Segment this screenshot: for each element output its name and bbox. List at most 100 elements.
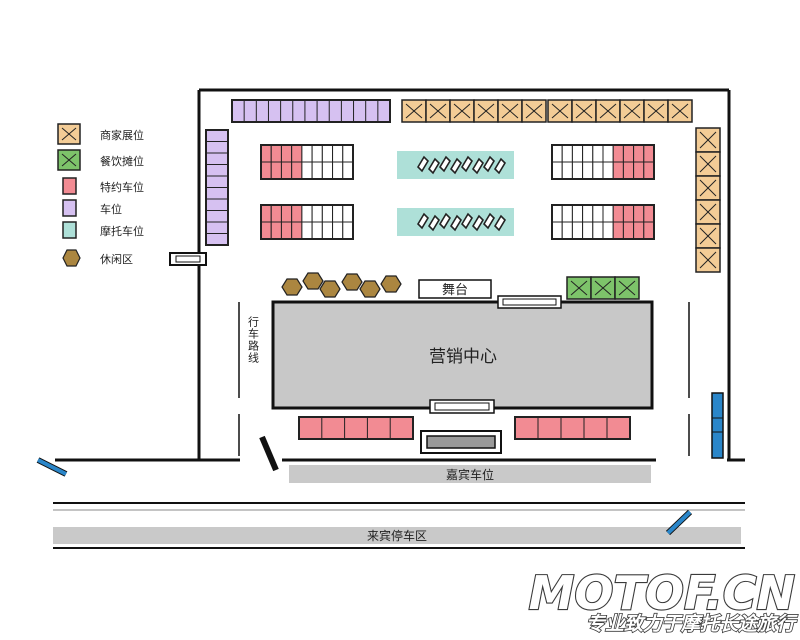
parking-spot (602, 221, 614, 240)
motorcycle-mark (471, 214, 485, 232)
motorcycle-mark (460, 212, 474, 230)
parking-spot (311, 204, 323, 223)
parking-spot (571, 144, 584, 163)
parking-spot (592, 144, 604, 163)
side-gate-inner (175, 255, 201, 263)
booth (695, 151, 721, 177)
booth (571, 99, 597, 123)
leisure-spot (380, 275, 402, 293)
motorcycle-mark (493, 214, 507, 232)
special-parking-spot (622, 204, 635, 223)
special-parking-icon (62, 177, 77, 195)
special-parking-spot (643, 161, 655, 180)
lane-label: 行车路线 (247, 316, 260, 364)
motorcycle-mark (482, 155, 496, 173)
special-grid-bottom-left (260, 204, 354, 240)
motorcycle-mark (416, 155, 430, 173)
parking-spot (311, 161, 323, 180)
legend-label: 摩托车位 (100, 224, 144, 238)
special-parking-row-left (298, 416, 414, 440)
special-parking-spot (643, 204, 655, 223)
parking-spot (321, 204, 334, 223)
leisure-spot (341, 273, 363, 291)
sales-center: 营销中心 (271, 295, 654, 414)
legend-label: 特约车位 (100, 180, 144, 194)
moto-parking-bottom (397, 208, 514, 236)
left-parking (205, 129, 229, 246)
booth (590, 276, 616, 300)
booth (595, 99, 621, 123)
moto-parking-top (397, 151, 514, 179)
motorcycle-mark (427, 157, 441, 175)
entrance-gate (420, 430, 502, 454)
parking-spot (602, 144, 614, 163)
parking-spot (582, 204, 594, 223)
booth (473, 99, 499, 123)
parking-spot (571, 161, 584, 180)
motorcycle-mark (438, 212, 452, 230)
motorcycle-mark (416, 212, 430, 230)
parking-spot (561, 221, 573, 240)
booth (547, 99, 573, 123)
parking-spot (592, 204, 604, 223)
special-parking-spot (291, 161, 303, 180)
special-parking-row-right (514, 416, 631, 440)
parking-spot (332, 161, 344, 180)
parking-spot (301, 204, 313, 223)
leisure-area (281, 272, 402, 298)
food-stall-icon (57, 149, 81, 171)
parking-spot (311, 144, 323, 163)
booth (521, 99, 547, 123)
food-stalls (566, 276, 640, 300)
special-parking-spot (633, 221, 645, 240)
legend-label: 餐饮摊位 (100, 154, 144, 168)
watermark: MOTOF.CN 专业致力于摩托长途旅行 (528, 565, 799, 636)
special-parking-spot (291, 221, 303, 240)
parking-spot (582, 144, 594, 163)
parking-spot (551, 144, 563, 163)
legend-vendor: 商家展位 (57, 123, 144, 145)
vendor-booth-icon (57, 123, 81, 145)
parking-icon (62, 199, 77, 217)
parking-spot (342, 204, 354, 223)
booth (695, 247, 721, 273)
parking-spot (332, 204, 344, 223)
parking-spot (301, 221, 313, 240)
booth (695, 223, 721, 249)
legend-leisure: 休闲区 (62, 249, 133, 267)
parking-spot (311, 221, 323, 240)
guest-parking-label: 来宾停车区 (367, 528, 427, 543)
motorcycle-mark (427, 214, 441, 232)
legend-special: 特约车位 (62, 177, 144, 195)
motorcycle-mark (493, 157, 507, 175)
leisure-spot (281, 278, 303, 296)
vip-parking-label: 嘉宾车位 (446, 467, 494, 482)
barrier-right-vertical (711, 392, 724, 459)
leisure-spot (302, 272, 324, 290)
legend-moto: 摩托车位 (62, 221, 144, 239)
special-parking-spot (260, 144, 272, 163)
booth (614, 276, 640, 300)
parking-spot (561, 161, 573, 180)
guest-parking-strip (53, 527, 741, 544)
special-parking-spot (612, 221, 624, 240)
right-vendor-booths (695, 127, 721, 273)
special-parking-spot (633, 144, 645, 163)
parking-spot (301, 161, 313, 180)
motorcycle-mark (482, 212, 496, 230)
special-grid-top-right (551, 144, 655, 180)
booth (449, 99, 475, 123)
special-grid-bottom-right (551, 204, 655, 240)
parking-spot (321, 144, 334, 163)
legend-label: 休闲区 (100, 252, 133, 266)
road-lines (53, 502, 745, 549)
special-parking-spot (280, 204, 293, 223)
lane-lines (238, 302, 690, 456)
booth (695, 199, 721, 225)
special-parking-spot (612, 161, 624, 180)
motorcycle-mark (471, 157, 485, 175)
motorcycle-mark (438, 155, 452, 173)
leisure-area-icon (62, 249, 81, 267)
parking-spot (602, 161, 614, 180)
leisure-spot (319, 280, 341, 298)
